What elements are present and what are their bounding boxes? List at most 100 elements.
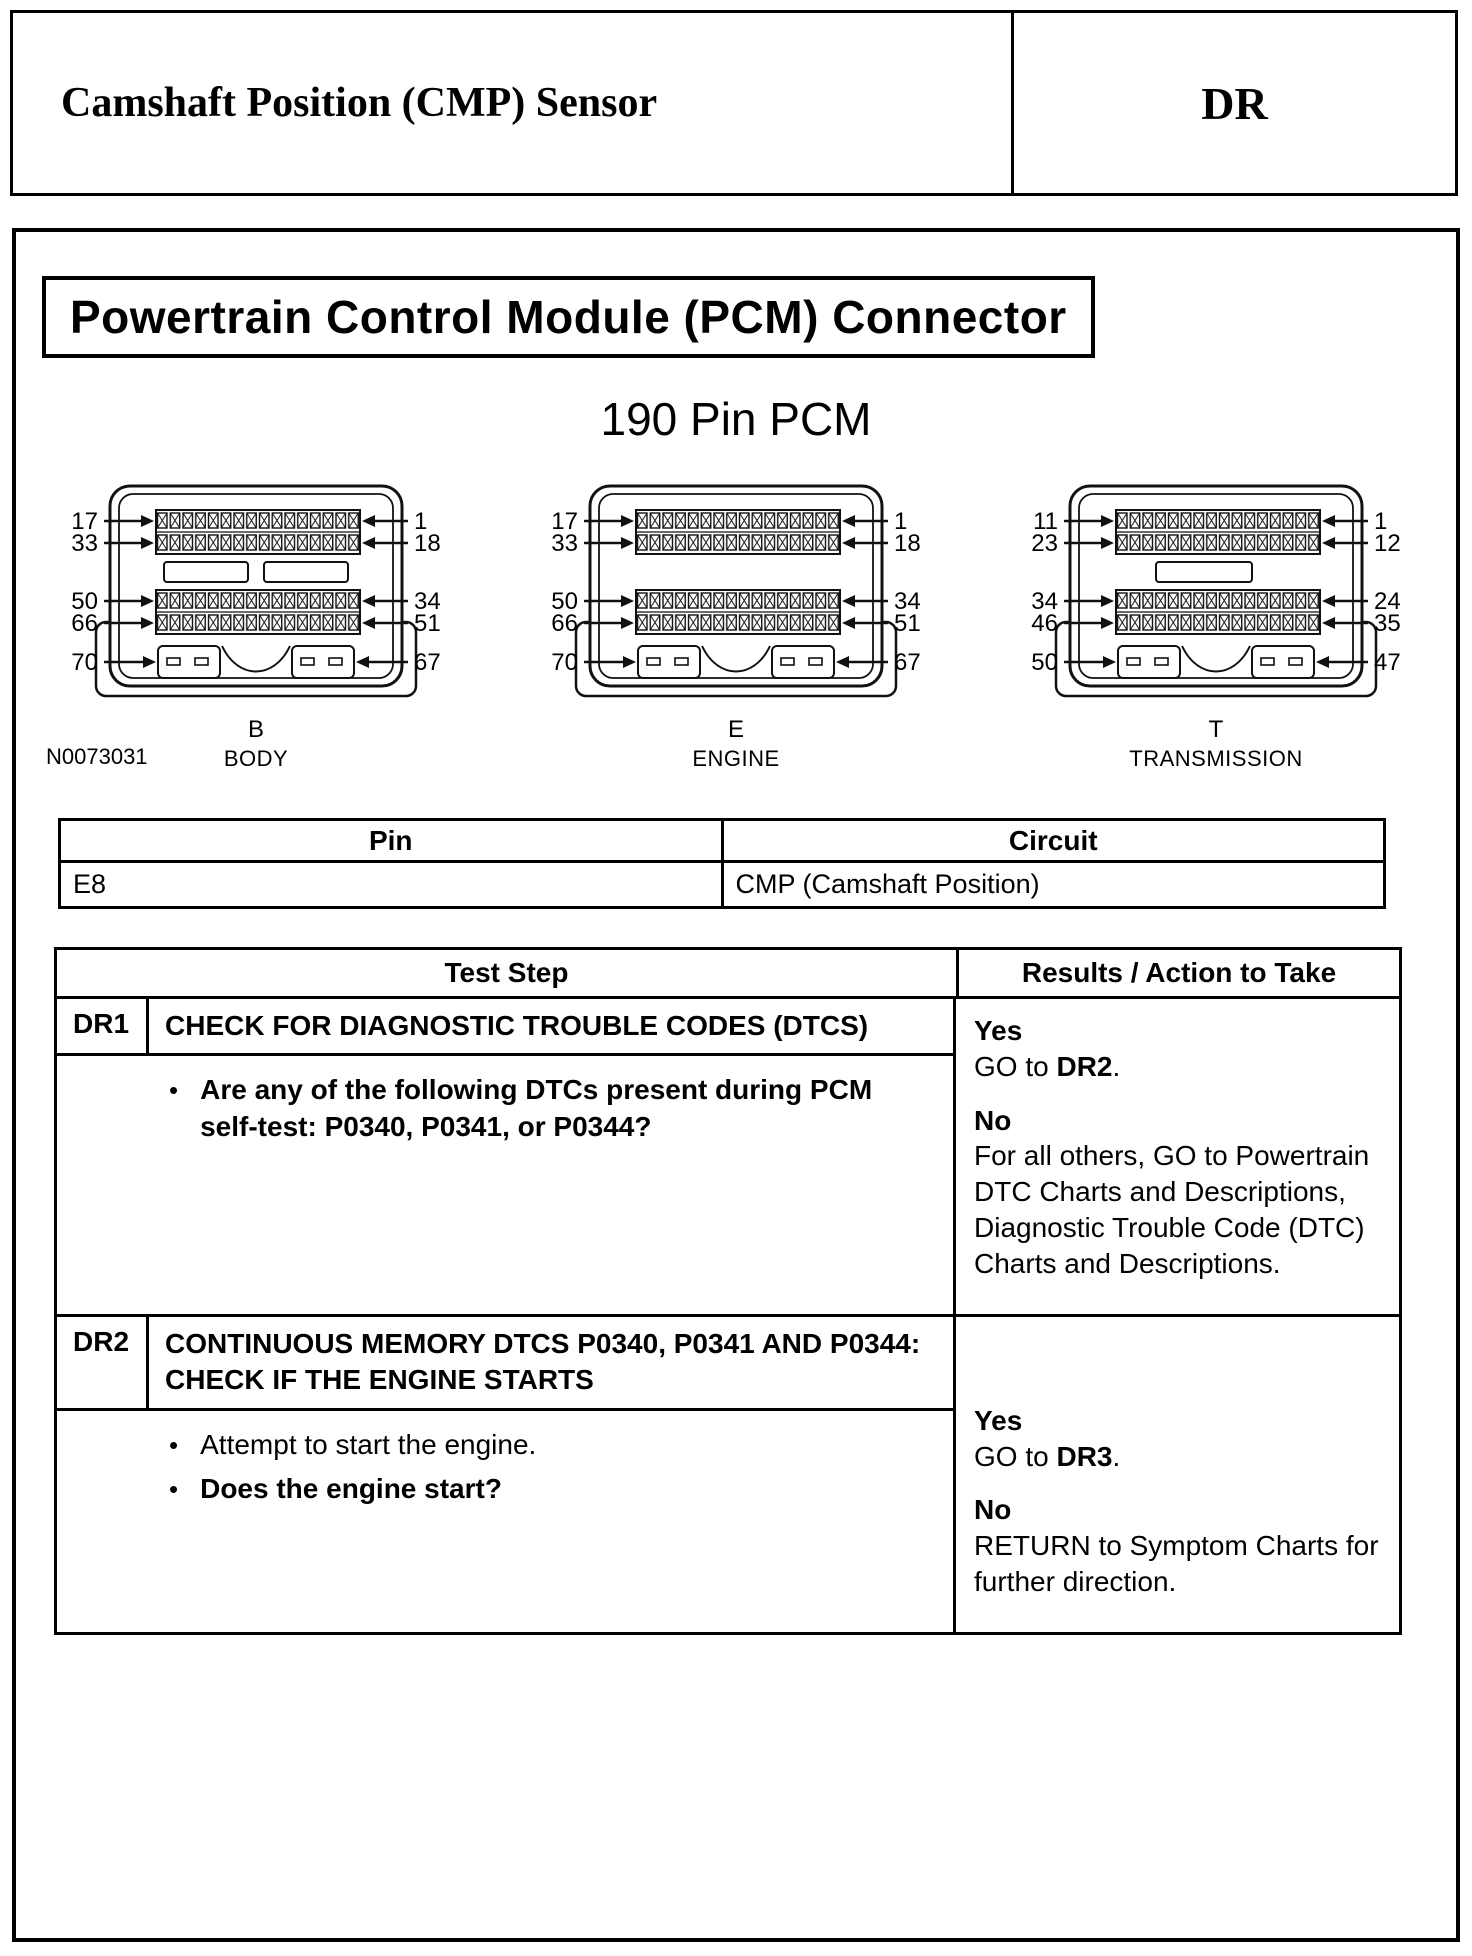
arrow-icon [1322, 595, 1335, 607]
step-title: CONTINUOUS MEMORY DTCS P0340, P0341 AND … [165, 1327, 921, 1396]
pin-label: 67 [894, 649, 921, 676]
connector-name: TRANSMISSION [1129, 746, 1303, 771]
pin-label: 46 [1031, 610, 1058, 637]
pin-label: 70 [551, 649, 578, 676]
step-id: DR2 [57, 1316, 149, 1408]
connector-letter: E [727, 716, 744, 743]
step-bullets: •Are any of the following DTCs present d… [57, 1056, 953, 1313]
pin-label: 11 [1033, 508, 1058, 535]
pin-label: 67 [414, 649, 441, 676]
arrow-icon [621, 617, 634, 629]
pin-label: 12 [1374, 530, 1401, 557]
arrow-icon [141, 537, 154, 549]
step-bullet: •Does the engine start? [169, 1471, 929, 1507]
pin-label: 33 [551, 530, 578, 557]
pin-label: 1 [414, 508, 427, 535]
figure-number: N0073031 [46, 744, 148, 769]
circuit-cell: CMP (Camshaft Position) [720, 860, 1386, 909]
pin-label: 35 [1374, 610, 1401, 637]
results-header: Results / Action to Take [956, 950, 1399, 996]
connector-name: BODY [223, 746, 289, 771]
pin-label: 34 [1031, 588, 1058, 615]
pin-column-header: Pin [58, 818, 724, 863]
test-step-DR1: DR1 CHECK FOR DIAGNOSTIC TROUBLE CODES (D… [57, 999, 1399, 1314]
circuit-column-header: Circuit [720, 818, 1386, 863]
page-header: Camshaft Position (CMP) Sensor DR [10, 10, 1458, 196]
arrow-icon [842, 515, 855, 527]
test-step-header: Test Step [444, 957, 569, 988]
arrow-icon [362, 617, 375, 629]
pin-label: 50 [71, 588, 98, 615]
arrow-icon [842, 595, 855, 607]
pin-label: 17 [71, 508, 98, 535]
step-bullet: •Are any of the following DTCs present d… [169, 1072, 929, 1145]
arrow-icon [362, 515, 375, 527]
pin-label: 1 [894, 508, 907, 535]
content-frame: Powertrain Control Module (PCM) Connecto… [12, 228, 1460, 1942]
bullet-icon: • [169, 1429, 179, 1460]
connector-letter: B [247, 716, 264, 743]
arrow-icon [1101, 617, 1114, 629]
pin-label: 50 [1031, 649, 1058, 676]
bullet-icon: • [169, 1075, 179, 1106]
arrow-icon [621, 537, 634, 549]
arrow-icon [1103, 656, 1116, 668]
arrow-icon [141, 595, 154, 607]
connector-letter: T [1208, 716, 1224, 743]
arrow-icon [141, 515, 154, 527]
pin-label: 24 [1374, 588, 1401, 615]
pin-label: 50 [551, 588, 578, 615]
pin-label: 34 [414, 588, 441, 615]
arrow-icon [362, 537, 375, 549]
test-table-header: Test Step Results / Action to Take [57, 950, 1399, 999]
pin-label: 18 [414, 530, 441, 557]
arrow-icon [141, 617, 154, 629]
pin-cell: E8 [58, 860, 724, 909]
arrow-icon [362, 595, 375, 607]
pcm-subtitle: 190 Pin PCM [600, 393, 872, 445]
step-title-row: DR1 CHECK FOR DIAGNOSTIC TROUBLE CODES (D… [57, 999, 953, 1057]
pin-label: 47 [1374, 649, 1401, 676]
pcm-connector-title: Powertrain Control Module (PCM) Connecto… [42, 276, 1095, 358]
pin-label: 23 [1031, 530, 1058, 557]
pin-label: 18 [894, 530, 921, 557]
arrow-icon [143, 656, 156, 668]
page-title: Camshaft Position (CMP) Sensor [61, 80, 658, 126]
pin-label: 33 [71, 530, 98, 557]
pin-label: 70 [71, 649, 98, 676]
section-code: DR [1011, 13, 1455, 193]
arrow-icon [356, 656, 369, 668]
step-bullets: •Attempt to start the engine.•Does the e… [57, 1411, 953, 1632]
connector-name: ENGINE [692, 746, 780, 771]
arrow-icon [1101, 595, 1114, 607]
step-title: CHECK FOR DIAGNOSTIC TROUBLE CODES (DTCS… [165, 1010, 869, 1041]
arrow-icon [621, 595, 634, 607]
pin-label: 51 [894, 610, 921, 637]
step-id: DR1 [57, 999, 149, 1054]
pin-label: 17 [551, 508, 578, 535]
bullet-icon: • [169, 1473, 179, 1504]
arrow-icon [623, 656, 636, 668]
pin-label: 34 [894, 588, 921, 615]
arrow-icon [842, 617, 855, 629]
pin-label: 1 [1374, 508, 1387, 535]
arrow-icon [1322, 617, 1335, 629]
arrow-icon [1322, 515, 1335, 527]
pin-label: 66 [71, 610, 98, 637]
arrow-icon [842, 537, 855, 549]
arrow-icon [621, 515, 634, 527]
